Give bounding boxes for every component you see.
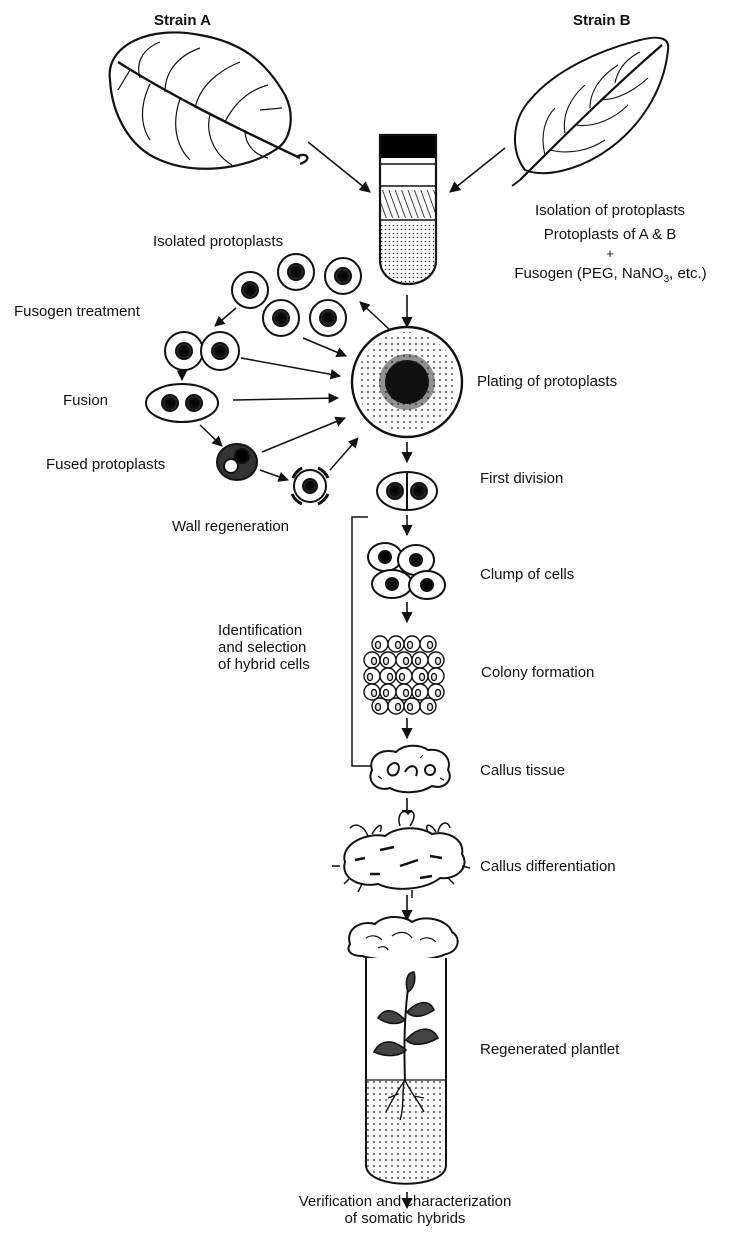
fused-protoplasts-label: Fused protoplasts xyxy=(46,456,165,473)
colony-formation xyxy=(364,636,444,714)
fusogen-label: Fusogen (PEG, NaNO3, etc.) xyxy=(488,265,733,288)
strain-b-label: Strain B xyxy=(573,12,631,29)
first-division-cell xyxy=(377,472,437,510)
isolated-protoplasts-label: Isolated protoplasts xyxy=(153,233,283,250)
callus-differentiation-label: Callus differentiation xyxy=(480,858,616,875)
isolated-protoplasts xyxy=(232,254,361,336)
identification-line-2: and selection xyxy=(218,639,348,656)
fusogen-treatment-label: Fusogen treatment xyxy=(14,303,140,320)
colony-formation-label: Colony formation xyxy=(481,664,594,681)
plus-sign: + xyxy=(500,245,720,262)
plating-of-protoplasts-label: Plating of protoplasts xyxy=(477,373,617,390)
test-tube-gradient xyxy=(380,135,436,284)
protoplasts-of-ab-label: Protoplasts of A & B xyxy=(500,226,720,243)
identification-line-1: Identification xyxy=(218,622,348,639)
verification-label: Verification and characterization of som… xyxy=(230,1193,580,1227)
identification-selection-label: Identification and selection of hybrid c… xyxy=(218,622,348,673)
verification-line-1: Verification and characterization xyxy=(230,1193,580,1210)
leaf-strain-b xyxy=(512,38,668,186)
strain-a-label: Strain A xyxy=(154,12,211,29)
callus-tissue-label: Callus tissue xyxy=(480,762,565,779)
leaf-strain-a xyxy=(110,32,308,168)
wall-regeneration-cell xyxy=(292,468,328,504)
fusogen-text: Fusogen (PEG, NaNO xyxy=(514,265,663,282)
first-division-label: First division xyxy=(480,470,563,487)
regenerated-plantlet-label: Regenerated plantlet xyxy=(480,1041,619,1058)
fusogen-suffix: , etc.) xyxy=(669,265,707,282)
plating-dish xyxy=(352,327,462,437)
fusion-cells xyxy=(146,384,218,422)
clump-of-cells xyxy=(368,543,445,599)
clump-of-cells-label: Clump of cells xyxy=(480,566,574,583)
identification-line-3: of hybrid cells xyxy=(218,656,348,673)
wall-regeneration-label: Wall regeneration xyxy=(172,518,289,535)
callus-tissue xyxy=(370,746,449,793)
isolation-of-protoplasts-label: Isolation of protoplasts xyxy=(500,202,720,219)
fused-protoplast-cell xyxy=(217,444,257,480)
fusion-label: Fusion xyxy=(63,392,108,409)
fusogen-treatment-cells xyxy=(165,332,239,370)
verification-line-2: of somatic hybrids xyxy=(230,1210,580,1227)
callus-differentiation xyxy=(332,812,470,898)
